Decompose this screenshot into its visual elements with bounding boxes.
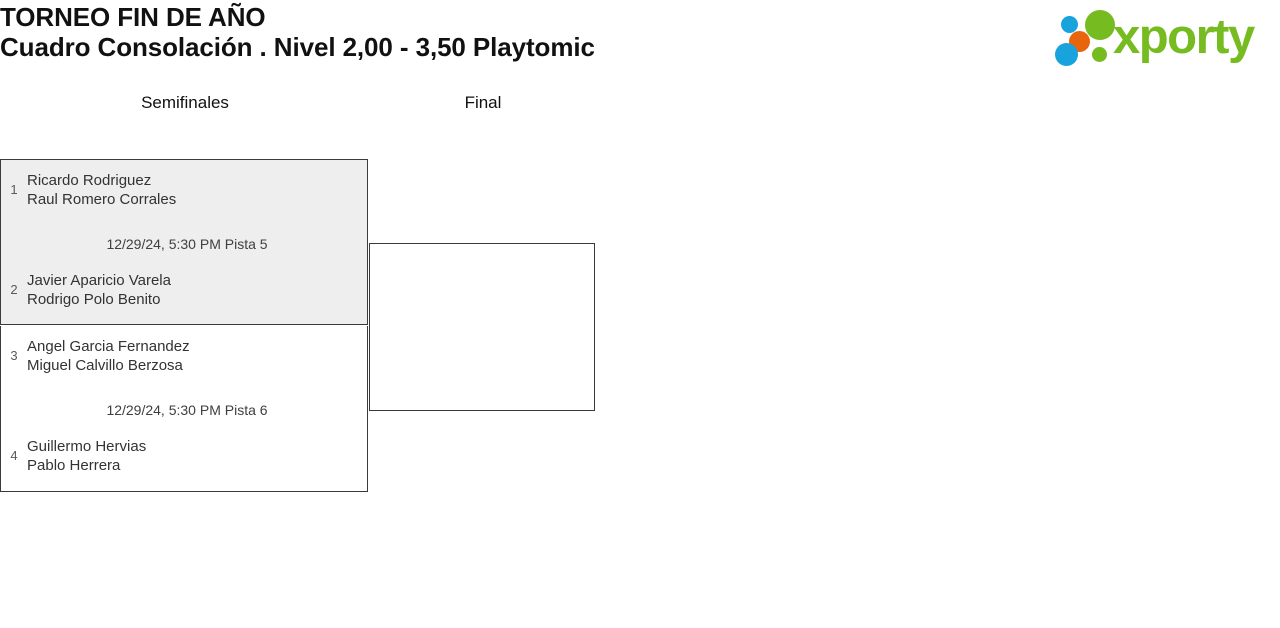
logo-dot-blue-large-icon (1055, 43, 1078, 66)
logo-dots-icon (1055, 10, 1117, 66)
logo-wordmark: xporty (1113, 10, 1255, 64)
player-name: Ricardo Rodriguez (27, 172, 152, 189)
logo-dot-green-small-icon (1092, 47, 1107, 62)
team-players: Ricardo Rodriguez Raul Romero Corrales (27, 171, 369, 209)
match-team-row[interactable]: 3 Angel Garcia Fernandez Miguel Calvillo… (1, 337, 369, 375)
page-header: TORNEO FIN DE AÑO Cuadro Consolación . N… (0, 0, 1280, 80)
team-seed: 2 (10, 282, 18, 297)
round-header-semifinales: Semifinales (141, 93, 229, 112)
team-seed: 4 (10, 448, 18, 463)
player-name: Guillermo Hervias (27, 438, 147, 455)
match-card-semifinal-2[interactable]: 3 Angel Garcia Fernandez Miguel Calvillo… (0, 326, 368, 492)
match-schedule: 12/29/24, 5:30 PM Pista 6 (106, 402, 268, 418)
match-card-semifinal-1[interactable]: 1 Ricardo Rodriguez Raul Romero Corrales… (0, 159, 368, 325)
round-headers: Semifinales Final (0, 92, 1280, 124)
player-name: Raul Romero Corrales (27, 191, 177, 208)
page-title: TORNEO FIN DE AÑO Cuadro Consolación . N… (0, 2, 595, 62)
match-schedule: 12/29/24, 5:30 PM Pista 5 (106, 236, 268, 252)
team-players: Guillermo Hervias Pablo Herrera (27, 437, 369, 475)
player-name: Javier Aparicio Varela (27, 272, 171, 289)
tournament-name: TORNEO FIN DE AÑO (0, 2, 266, 32)
match-card-final[interactable] (369, 243, 595, 411)
bracket-body: 1 Ricardo Rodriguez Raul Romero Corrales… (0, 124, 1280, 504)
player-name: Rodrigo Polo Benito (27, 291, 161, 308)
match-team-row[interactable]: 2 Javier Aparicio Varela Rodrigo Polo Be… (1, 271, 369, 309)
tournament-bracket: Semifinales Final 1 Ricardo Rodriguez Ra… (0, 92, 1280, 504)
round-header-final: Final (464, 93, 502, 112)
logo-dot-green-large-icon (1085, 10, 1115, 40)
team-seed: 1 (10, 182, 18, 197)
team-seed: 3 (10, 348, 18, 363)
match-team-row[interactable]: 4 Guillermo Hervias Pablo Herrera (1, 437, 369, 475)
match-team-row[interactable]: 1 Ricardo Rodriguez Raul Romero Corrales (1, 171, 369, 209)
xporty-logo[interactable]: xporty (1047, 7, 1273, 67)
logo-dot-blue-small-icon (1061, 16, 1078, 33)
player-name: Angel Garcia Fernandez (27, 338, 190, 355)
player-name: Miguel Calvillo Berzosa (27, 357, 183, 374)
team-players: Angel Garcia Fernandez Miguel Calvillo B… (27, 337, 369, 375)
team-players: Javier Aparicio Varela Rodrigo Polo Beni… (27, 271, 369, 309)
tournament-subtitle: Cuadro Consolación . Nivel 2,00 - 3,50 P… (0, 32, 595, 62)
player-name: Pablo Herrera (27, 457, 121, 474)
